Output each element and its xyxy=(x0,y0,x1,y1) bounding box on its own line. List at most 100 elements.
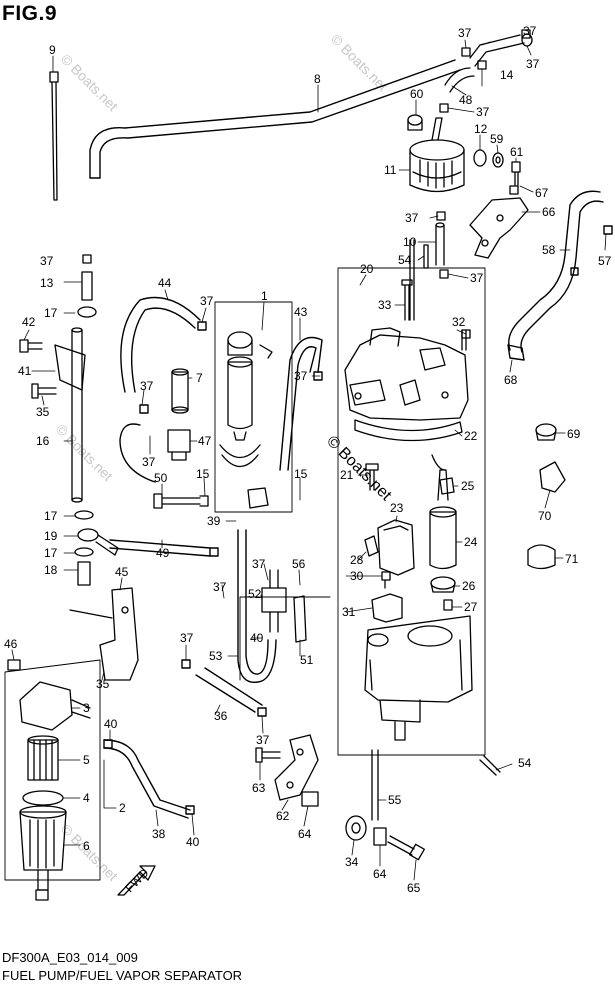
part-label-35: 35 xyxy=(36,405,50,419)
part-label-9: 9 xyxy=(49,43,56,57)
part-label-64: 64 xyxy=(373,867,387,881)
pipe-55 xyxy=(371,749,379,821)
diagram-caption: FUEL PUMP/FUEL VAPOR SEPARATOR xyxy=(2,968,243,983)
part-label-57: 57 xyxy=(598,254,612,268)
part-label-37: 37 xyxy=(458,26,472,40)
part-label-17: 17 xyxy=(44,306,58,320)
part-label-37: 37 xyxy=(252,557,266,571)
part-label-37: 37 xyxy=(213,580,227,594)
clip-28 xyxy=(364,535,379,557)
grommet-12 xyxy=(473,149,487,167)
bracket-62 xyxy=(274,734,319,801)
part-label-40: 40 xyxy=(104,717,118,731)
bolt-65 xyxy=(387,835,425,861)
part-label-55: 55 xyxy=(388,793,402,807)
part-label-32: 32 xyxy=(452,315,466,329)
bolt-63 xyxy=(255,747,281,763)
clamp-71 xyxy=(527,544,556,570)
part-label-47: 47 xyxy=(198,434,212,448)
part-label-13: 13 xyxy=(40,276,54,290)
part-label-56: 56 xyxy=(292,557,306,571)
part-label-38: 38 xyxy=(152,827,166,841)
part-label-52: 52 xyxy=(248,587,262,601)
bolt-54-lower xyxy=(479,755,501,776)
filter-cap-3 xyxy=(19,681,91,731)
part-label-23: 23 xyxy=(390,501,404,515)
part-label-64: 64 xyxy=(298,827,312,841)
part-label-53: 53 xyxy=(209,649,223,663)
part-label-25: 25 xyxy=(461,479,475,493)
part-label-6: 6 xyxy=(83,839,90,853)
watermark-1: © Boats.net xyxy=(58,51,121,114)
part-label-50: 50 xyxy=(154,471,168,485)
fitting-7 xyxy=(171,368,189,414)
part-label-20: 20 xyxy=(360,262,374,276)
hose-44 xyxy=(120,296,207,414)
bolt-50 xyxy=(153,493,209,509)
part-label-61: 61 xyxy=(510,145,524,159)
screw-32 xyxy=(461,329,471,339)
filter-52 xyxy=(261,569,287,633)
part-label-37: 37 xyxy=(40,254,54,268)
washer-17b xyxy=(74,547,94,557)
bolt-46 xyxy=(7,659,21,671)
part-label-44: 44 xyxy=(158,276,172,290)
part-label-22: 22 xyxy=(464,429,478,443)
assembly-boundaries xyxy=(4,267,486,881)
part-label-42: 42 xyxy=(22,315,36,329)
part-label-28: 28 xyxy=(350,553,364,567)
part-label-39: 39 xyxy=(207,514,221,528)
screw-27 xyxy=(443,599,453,611)
clamps-top xyxy=(439,29,531,113)
collar-64b xyxy=(373,827,387,846)
watermark-center: © Boats.net xyxy=(323,433,395,505)
part-label-49: 49 xyxy=(156,546,170,560)
watermark-3: © Boats.net xyxy=(53,421,116,484)
part-label-31: 31 xyxy=(342,605,356,619)
bolt-61 xyxy=(511,161,521,186)
part-label-51: 51 xyxy=(300,653,314,667)
part-label-17: 17 xyxy=(44,509,58,523)
hose-58 xyxy=(507,190,613,361)
part-label-63: 63 xyxy=(252,781,266,795)
part-label-66: 66 xyxy=(542,205,556,219)
part-label-37: 37 xyxy=(180,631,194,645)
cap-60 xyxy=(407,114,423,131)
part-label-34: 34 xyxy=(345,855,359,869)
part-label-8: 8 xyxy=(314,72,321,86)
bolt-42 xyxy=(19,339,43,353)
union-19 xyxy=(77,528,119,556)
part-label-62: 62 xyxy=(276,809,290,823)
part-label-18: 18 xyxy=(44,563,58,577)
part-label-10: 10 xyxy=(403,235,417,249)
grommet-69 xyxy=(535,423,557,441)
collar-64 xyxy=(301,791,319,807)
bracket-45 xyxy=(69,587,139,681)
part-label-43: 43 xyxy=(294,305,308,319)
part-label-67: 67 xyxy=(535,186,549,200)
hose-36 xyxy=(181,659,267,717)
filter-11 xyxy=(409,117,465,193)
part-label-2: 2 xyxy=(119,801,126,815)
part-label-37: 37 xyxy=(405,211,419,225)
part-label-26: 26 xyxy=(462,579,476,593)
fwd-label: FWD xyxy=(122,866,151,895)
leader-lines xyxy=(11,39,607,881)
pump-holder-26 xyxy=(430,576,456,593)
part-label-60: 60 xyxy=(410,87,424,101)
part-label-19: 19 xyxy=(44,529,58,543)
union-13 xyxy=(77,254,97,318)
part-label-69: 69 xyxy=(567,427,581,441)
hose-48 xyxy=(444,67,475,93)
float-chamber xyxy=(364,615,473,741)
part-label-4: 4 xyxy=(83,791,90,805)
part-label-68: 68 xyxy=(504,373,518,387)
part-label-37: 37 xyxy=(256,733,270,747)
part-label-54: 54 xyxy=(398,253,412,267)
bolt-21 xyxy=(365,463,379,491)
part-label-58: 58 xyxy=(542,243,556,257)
cable-tie-9 xyxy=(49,71,59,201)
part-label-59: 59 xyxy=(490,132,504,146)
hose-38 xyxy=(103,739,195,819)
